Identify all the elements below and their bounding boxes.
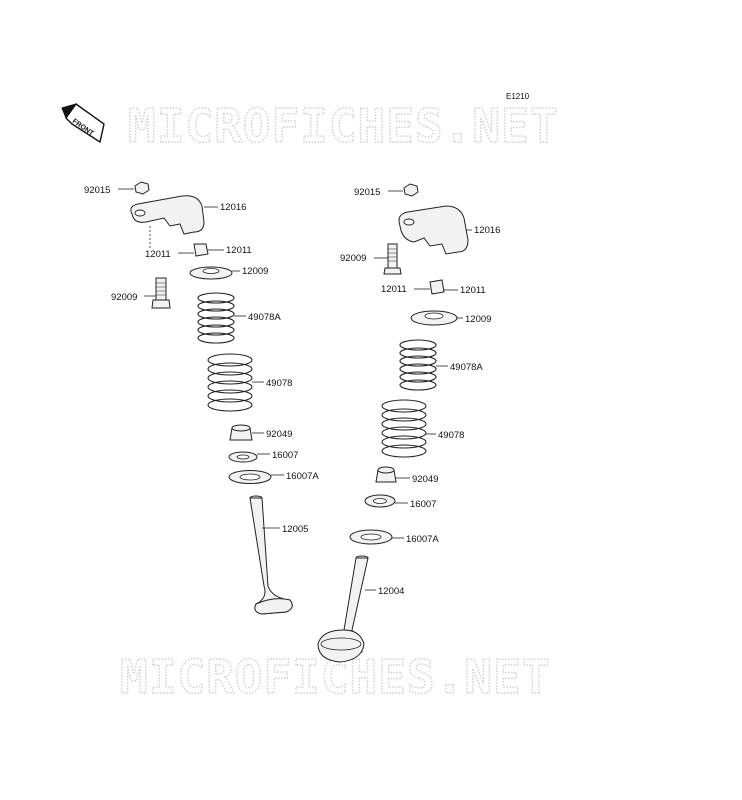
right-bolt-92009 — [383, 243, 402, 275]
right-valve-12004 — [317, 555, 369, 663]
label-92015: 92015 — [354, 187, 380, 198]
label-12011: 12011 — [226, 245, 252, 256]
label-49078: 49078 — [266, 378, 292, 389]
label-12016: 12016 — [220, 202, 246, 213]
right-assembly — [317, 183, 472, 663]
front-arrow-icon: FRONT — [61, 103, 105, 144]
label-12011: 12011 — [145, 249, 171, 260]
label-12009: 12009 — [465, 314, 491, 325]
label-12005: 12005 — [282, 524, 308, 535]
right-labels: 92015 12016 92009 12011 12011 12009 4907… — [340, 187, 500, 597]
label-12011: 12011 — [460, 285, 486, 296]
left-outer-spring-49078 — [207, 353, 253, 412]
right-outer-spring-49078 — [381, 399, 427, 458]
label-12009: 12009 — [242, 266, 268, 277]
watermark-top: MICROFICHES.NET — [128, 99, 558, 153]
right-cotter-12011 — [429, 279, 445, 295]
diagram-code: E1210 — [506, 92, 530, 101]
left-seal-92049 — [229, 424, 253, 441]
left-assembly — [118, 181, 293, 615]
label-16007A: 16007A — [286, 471, 319, 482]
left-labels: 92015 12016 12011 12011 12009 92009 4907… — [84, 185, 319, 535]
left-cotter-12011 — [193, 243, 209, 257]
label-92049: 92049 — [412, 474, 438, 485]
label-16007: 16007 — [272, 450, 298, 461]
label-92049: 92049 — [266, 429, 292, 440]
label-12004: 12004 — [378, 586, 404, 597]
right-rocker-arm-12016 — [398, 205, 469, 255]
label-49078A: 49078A — [248, 312, 281, 323]
label-16007: 16007 — [410, 499, 436, 510]
right-nut-92015 — [403, 183, 419, 197]
label-49078A: 49078A — [450, 362, 483, 373]
left-bolt-92009 — [151, 277, 171, 309]
label-16007A: 16007A — [406, 534, 439, 545]
label-92009: 92009 — [340, 253, 366, 264]
label-12011: 12011 — [381, 284, 407, 295]
left-rocker-arm-12016 — [130, 195, 205, 235]
left-valve-12005 — [249, 495, 293, 615]
right-inner-spring-49078A — [399, 339, 437, 391]
label-12016: 12016 — [474, 225, 500, 236]
label-92009: 92009 — [111, 292, 137, 303]
left-inner-spring-49078A — [197, 292, 235, 344]
label-49078: 49078 — [438, 430, 464, 441]
label-92015: 92015 — [84, 185, 110, 196]
left-nut-92015 — [134, 181, 150, 195]
right-seal-92049 — [375, 466, 397, 483]
